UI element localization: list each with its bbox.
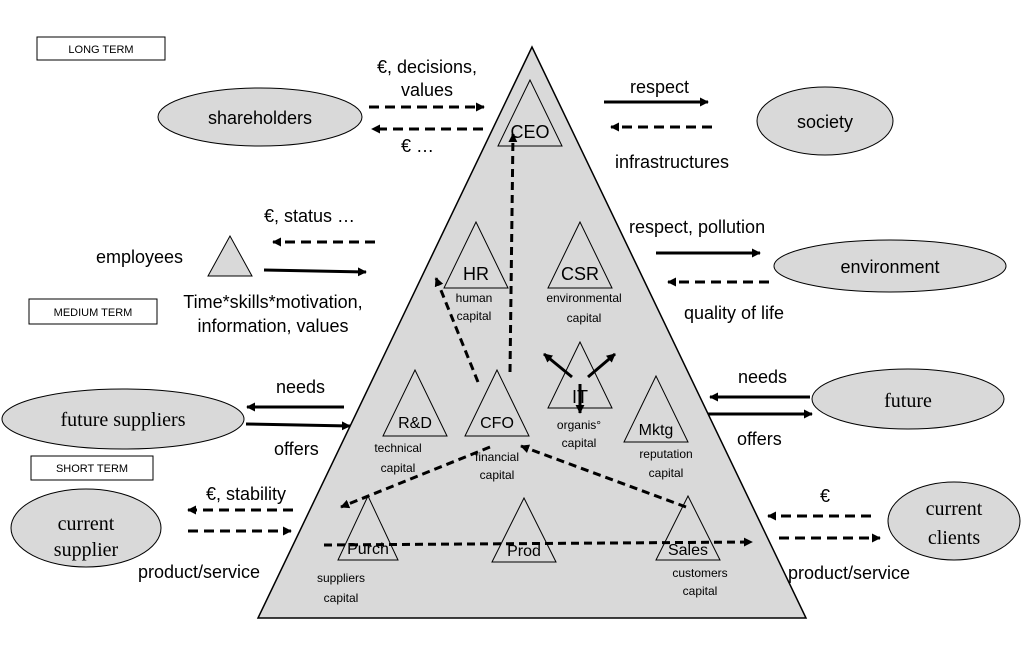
medium-term-label: MEDIUM TERM: [54, 307, 133, 319]
current-clients-label-1: current: [926, 498, 983, 520]
employees-out-arrow: [263, 267, 367, 277]
society-label: society: [797, 112, 853, 132]
rd-capital-1: technical: [374, 441, 421, 455]
shareholders-out-label: € …: [401, 136, 434, 156]
it-arrow-right: [587, 352, 616, 379]
mktg-node: Mktg reputation capital: [623, 374, 693, 480]
society-out-label: respect: [630, 77, 689, 97]
cfo-to-hr-arrow: [434, 277, 480, 383]
purch-capital-2: capital: [324, 591, 359, 605]
short-term-label: SHORT TERM: [56, 463, 128, 475]
employees-label: employees: [96, 247, 183, 267]
future-suppliers-label: future suppliers: [61, 409, 186, 431]
hr-capital-1: human: [456, 291, 493, 305]
employees-in-label: €, status …: [264, 206, 355, 226]
future-suppliers-in-label: needs: [276, 377, 325, 397]
hr-label: HR: [463, 264, 489, 284]
sales-capital-2: capital: [683, 584, 718, 598]
purch-capital-1: suppliers: [317, 571, 365, 585]
sales-capital-1: customers: [672, 566, 727, 580]
ceo-node: CEO: [497, 78, 563, 147]
environment-node: environment: [773, 239, 1007, 293]
it-capital-2: capital: [562, 436, 597, 450]
rd-node: R&D technical capital: [374, 368, 448, 475]
current-supplier-node: current supplier: [10, 488, 162, 568]
current-supplier-out-label: product/service: [138, 562, 260, 582]
it-node: IT organis° capital: [547, 340, 613, 450]
cfo-to-purch-arrow: [340, 445, 491, 509]
purch-prod-sales-arrow: [323, 537, 753, 547]
long-term-label: LONG TERM: [68, 44, 133, 56]
mktg-capital-1: reputation: [639, 447, 692, 461]
environment-label: environment: [840, 257, 939, 277]
future-label: future: [884, 390, 932, 412]
mktg-label: Mktg: [639, 422, 674, 439]
current-clients-node: current clients: [887, 481, 1021, 561]
cfo-node: CFO financial capital: [464, 368, 530, 482]
long-term-box: LONG TERM: [36, 36, 166, 61]
current-clients-in-label: €: [820, 486, 830, 506]
sales-label: Sales: [668, 542, 708, 559]
cfo-to-ceo-arrow: [508, 133, 518, 373]
cfo-capital-2: capital: [480, 468, 515, 482]
csr-label: CSR: [561, 264, 599, 284]
shareholders-label: shareholders: [208, 108, 312, 128]
it-capital-1: organis°: [557, 418, 601, 432]
it-arrow-left: [543, 352, 573, 379]
current-supplier-label-1: current: [58, 513, 115, 535]
medium-term-box: MEDIUM TERM: [28, 298, 158, 325]
environment-in-label: quality of life: [684, 303, 784, 323]
future-node: future: [811, 368, 1005, 430]
employees-node: employees: [96, 234, 253, 277]
sales-node: Sales customers capital: [655, 494, 728, 598]
shareholders-in-label-1: €, decisions,: [377, 57, 477, 77]
shareholders-in-label-2: values: [401, 80, 453, 100]
current-supplier-in-label: €, stability: [206, 484, 286, 504]
current-clients-label-2: clients: [928, 527, 980, 549]
hr-node: HR human capital: [443, 220, 509, 323]
rd-label: R&D: [398, 415, 432, 432]
sales-to-cfo-arrow: [520, 444, 687, 509]
cfo-capital-1: financial: [475, 450, 519, 464]
current-clients-out-label: product/service: [788, 563, 910, 583]
current-supplier-label-2: supplier: [54, 539, 119, 561]
society-in-label: infrastructures: [615, 152, 729, 172]
future-out-label: offers: [737, 429, 782, 449]
employees-out-label-1: Time*skills*motivation,: [183, 292, 362, 312]
csr-node: CSR environmental capital: [546, 220, 622, 325]
future-in-label: needs: [738, 367, 787, 387]
environment-out-label: respect, pollution: [629, 217, 765, 237]
ceo-label: CEO: [510, 122, 549, 142]
cfo-label: CFO: [480, 415, 514, 432]
shareholders-node: shareholders: [157, 87, 363, 147]
society-node: society: [756, 86, 894, 156]
short-term-box: SHORT TERM: [30, 455, 154, 481]
main-pyramid: [256, 45, 808, 619]
csr-capital-2: capital: [567, 311, 602, 325]
mktg-capital-2: capital: [649, 466, 684, 480]
future-suppliers-node: future suppliers: [1, 388, 245, 450]
hr-capital-2: capital: [457, 309, 492, 323]
prod-node: Prod: [491, 496, 557, 563]
prod-label: Prod: [507, 543, 541, 560]
employees-out-label-2: information, values: [197, 316, 348, 336]
future-suppliers-out-arrow: [245, 421, 351, 431]
rd-capital-2: capital: [381, 461, 416, 475]
csr-capital-1: environmental: [546, 291, 621, 305]
future-suppliers-out-label: offers: [274, 439, 319, 459]
